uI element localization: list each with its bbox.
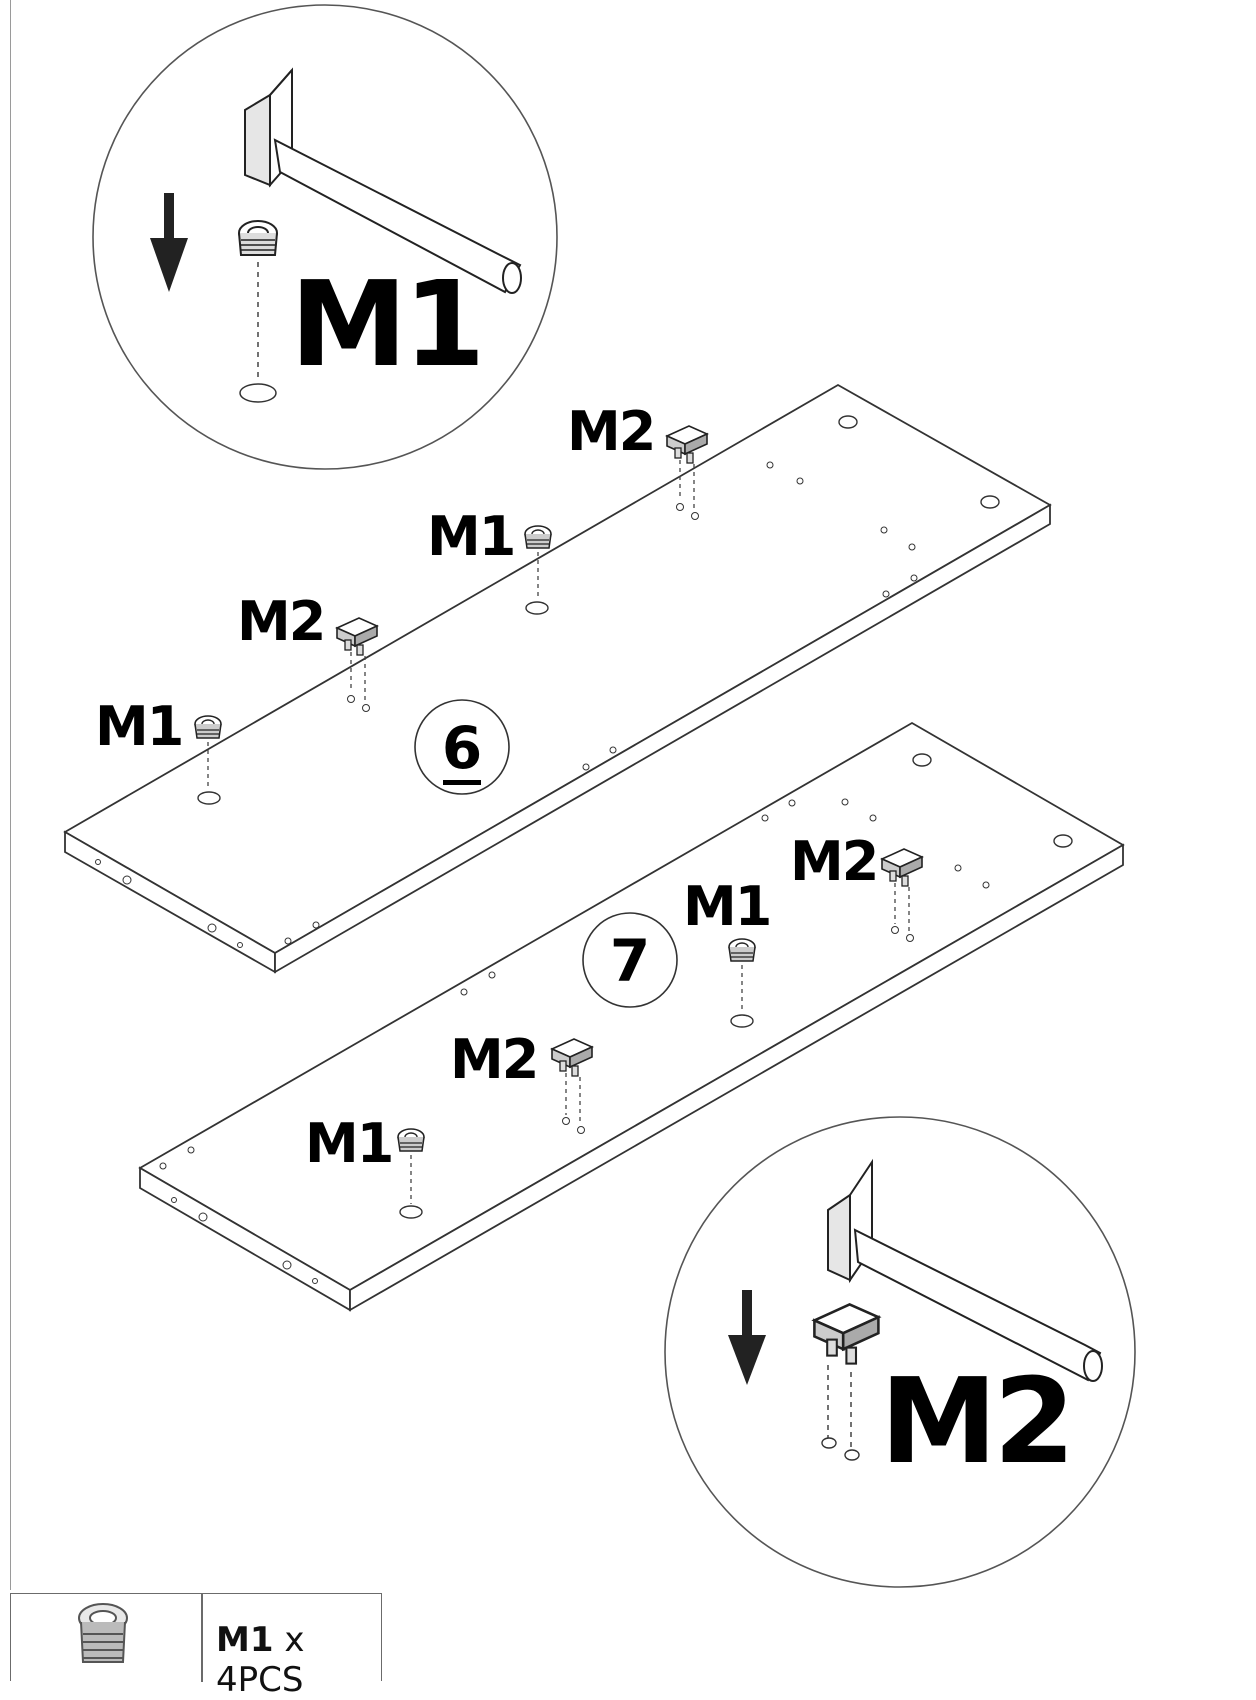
label-m2: M2 <box>567 400 654 463</box>
cam-lock-icon <box>397 1128 425 1152</box>
cam-lock-icon <box>238 220 278 256</box>
label-m1: M1 <box>95 695 182 758</box>
detail-circle-m1 <box>92 4 558 470</box>
cam-lock-icon <box>194 715 222 739</box>
parts-list-entry: M1 x 4PCS <box>216 1620 381 1700</box>
part-code: M1 <box>216 1620 274 1660</box>
label-m1: M1 <box>683 875 770 938</box>
hole-icon <box>844 1449 860 1461</box>
label-m1: M1 <box>305 1112 392 1175</box>
hole-icon <box>239 383 277 403</box>
shelf-pin-illustration-bottom <box>827 1158 1103 1382</box>
panel-number-6 <box>414 699 510 795</box>
callout-label-m2: M2 <box>880 1352 1072 1490</box>
table-divider <box>201 1594 203 1682</box>
label-m2: M2 <box>450 1028 537 1091</box>
down-arrow-icon <box>150 193 188 292</box>
cam-lock-icon <box>728 938 756 962</box>
callout-label-m1: M1 <box>290 255 482 393</box>
clip-connector-icon <box>336 617 378 656</box>
parts-list-table: M1 x 4PCS <box>10 1593 382 1700</box>
panel-number-7-text: 7 <box>610 927 650 995</box>
label-m1: M1 <box>427 505 514 568</box>
cam-lock-icon <box>78 1603 128 1663</box>
panel-number-6-text: 6 <box>442 714 482 782</box>
shelf-pin-illustration-top <box>244 67 522 294</box>
clip-connector-icon <box>666 425 708 464</box>
cam-lock-icon <box>524 525 552 549</box>
hole-icon <box>821 1437 837 1449</box>
page-border-line <box>10 0 11 1590</box>
detail-circle-m2 <box>664 1116 1136 1588</box>
label-m2: M2 <box>237 590 324 653</box>
underline-mark <box>443 780 481 785</box>
panel-number-7 <box>582 912 678 1008</box>
panel-6-board <box>63 383 1052 974</box>
down-arrow-icon <box>728 1290 766 1385</box>
label-m2: M2 <box>790 830 877 893</box>
